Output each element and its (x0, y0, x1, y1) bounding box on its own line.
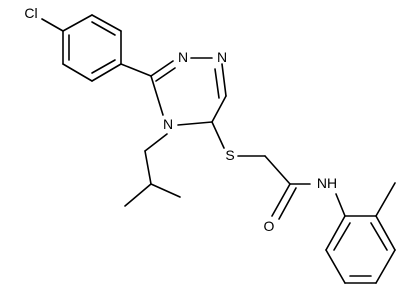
bond (144, 133, 168, 152)
bond (91, 14, 122, 32)
triazole-n1-label: N (178, 49, 188, 65)
bond (124, 183, 152, 207)
bond-methyl (375, 182, 396, 217)
bond-phenyl-triazole (120, 63, 152, 77)
bond (62, 63, 93, 82)
bond-ch2-carbonyl (264, 155, 291, 185)
bond-c3-s (211, 121, 225, 149)
bond-carbonyl-o-double (278, 187, 297, 220)
double-bond-inner (91, 59, 116, 74)
sulfur-atom-label: S (225, 147, 234, 163)
bond-c-cl (41, 18, 64, 32)
amide-nh-label: NH (317, 175, 337, 191)
bond (221, 63, 227, 97)
bond (91, 63, 122, 82)
bond (150, 183, 181, 198)
bond (325, 215, 346, 251)
triazole-n2-label: N (217, 49, 227, 65)
bond (150, 75, 164, 116)
bond-carbonyl-o (271, 183, 291, 217)
double-bond-inner (370, 222, 388, 251)
tolyl-ring (325, 193, 396, 284)
bond (62, 14, 93, 32)
bond (150, 60, 174, 77)
chlorine-atom-label: Cl (24, 5, 37, 21)
bond (375, 249, 396, 284)
bond (144, 150, 152, 185)
double-bond-inner (155, 67, 176, 82)
isobutyl-chain (124, 133, 181, 207)
chlorophenyl-ring (62, 14, 122, 82)
bond (335, 193, 346, 217)
bond (211, 95, 227, 123)
double-bond-inner (333, 222, 351, 251)
oxygen-atom-label: O (264, 218, 275, 234)
bond (325, 249, 346, 284)
double-bond-inner (214, 68, 220, 99)
double-bond-inner (91, 21, 116, 36)
bond (177, 121, 213, 126)
triazole-n4-label: N (163, 116, 173, 132)
triazole-ring (150, 57, 227, 126)
bond (375, 215, 396, 251)
